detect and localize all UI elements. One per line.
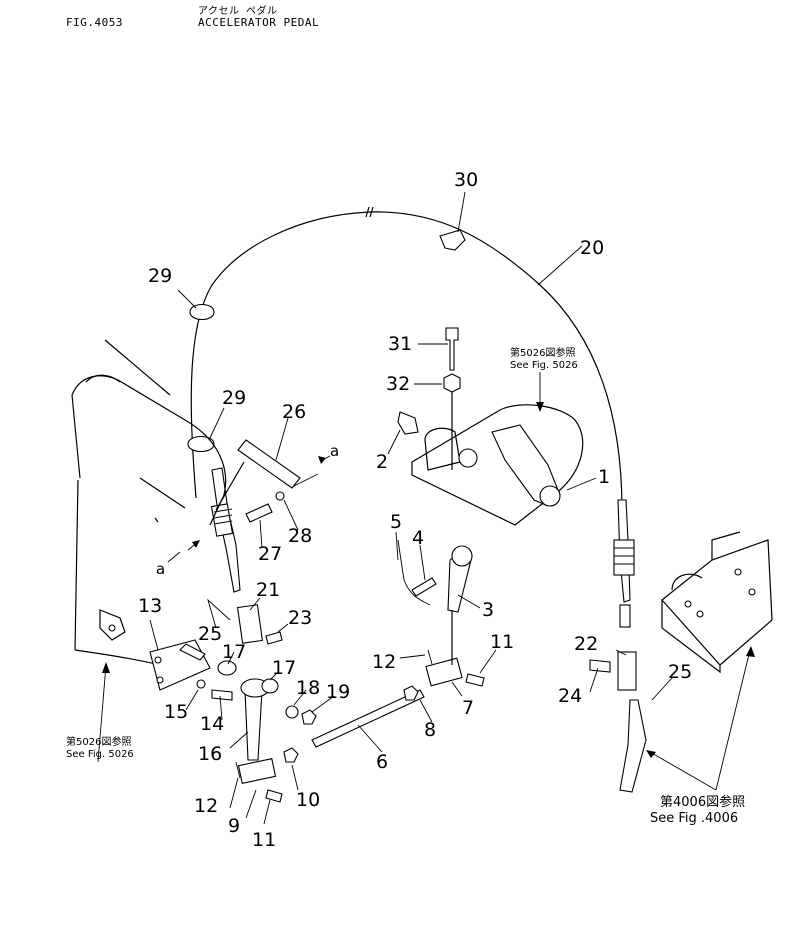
pedal-link — [619, 699, 647, 793]
callout-21: 21 — [256, 579, 280, 601]
washer-28 — [275, 491, 285, 501]
bolt-4 — [411, 577, 437, 597]
title-japanese: アクセル ペダル — [198, 6, 278, 17]
callout-11-bottom: 11 — [252, 829, 276, 851]
callout-14: 14 — [200, 713, 224, 735]
callout-5: 5 — [390, 511, 402, 533]
ref-4006-en: See Fig .4006 — [650, 811, 738, 826]
callout-29-lower: 29 — [222, 387, 246, 409]
joint-21 — [236, 604, 264, 644]
pedal-housing — [71, 339, 227, 666]
callout-17-left: 17 — [222, 641, 246, 663]
ref-4006-jp: 第4006図参照 — [660, 794, 745, 810]
callout-12-bottom: 12 — [194, 795, 218, 817]
connector-a-left: a — [156, 560, 165, 578]
callout-7: 7 — [462, 697, 474, 719]
callout-19: 19 — [326, 681, 350, 703]
ref-5026-top-jp: 第5026図参照 — [510, 346, 575, 359]
cable-20 — [190, 211, 623, 511]
bolt-24 — [589, 659, 611, 673]
callout-1: 1 — [598, 466, 610, 488]
callout-11-right: 11 — [490, 631, 514, 653]
pin-15 — [179, 643, 206, 661]
callout-4: 4 — [412, 527, 424, 549]
ref-5026-top-en: See Fig. 5026 — [510, 360, 578, 371]
callout-24: 24 — [558, 685, 582, 707]
callout-18: 18 — [296, 677, 320, 699]
callout-12-right: 12 — [372, 651, 396, 673]
joint-22 — [617, 651, 637, 691]
callout-31: 31 — [388, 333, 412, 355]
joint-7 — [425, 657, 463, 687]
bolt-27 — [245, 503, 273, 523]
callout-13: 13 — [138, 595, 162, 617]
connector-a-top: a — [330, 442, 339, 460]
leader-lines — [97, 191, 751, 825]
figure-id: FIG.4053 — [66, 16, 123, 29]
bolt-14 — [211, 689, 233, 701]
callout-10: 10 — [296, 789, 320, 811]
callout-25-right: 25 — [668, 661, 692, 683]
fitting-2 — [397, 411, 419, 435]
clamp-29-lower — [187, 435, 215, 453]
callout-8: 8 — [424, 719, 436, 741]
joint-9 — [237, 758, 277, 784]
callout-22: 22 — [574, 633, 598, 655]
bolt-11-right — [465, 673, 485, 687]
callout-15: 15 — [164, 701, 188, 723]
rod-6 — [311, 689, 425, 748]
callout-26: 26 — [282, 401, 306, 423]
clamp-30 — [439, 229, 466, 251]
callout-27: 27 — [258, 543, 282, 565]
bolt-11-low — [265, 789, 283, 803]
ref-5026-left-jp: 第5026図参照 — [66, 735, 131, 748]
callout-28: 28 — [288, 525, 312, 547]
callout-17-right: 17 — [272, 657, 296, 679]
nut-32 — [443, 373, 461, 393]
clamp-29-upper — [189, 303, 215, 321]
bracket-26 — [237, 439, 301, 489]
callout-23: 23 — [288, 607, 312, 629]
callout-9: 9 — [228, 815, 240, 837]
callout-6: 6 — [376, 751, 388, 773]
floor-bracket — [661, 531, 773, 674]
governor-assembly — [411, 380, 584, 526]
nut-19 — [301, 709, 317, 725]
bolt-31 — [445, 327, 459, 371]
washer-18 — [285, 705, 299, 719]
callout-25-left: 25 — [198, 623, 222, 645]
nut-10 — [283, 747, 299, 763]
callout-29-upper: 29 — [148, 265, 172, 287]
callout-16: 16 — [198, 743, 222, 765]
ref-5026-left-en: See Fig. 5026 — [66, 749, 134, 760]
nut-8 — [403, 685, 419, 701]
callout-20: 20 — [580, 237, 604, 259]
lever-16 — [244, 689, 263, 761]
title-english: ACCELERATOR PEDAL — [198, 16, 320, 29]
bolt-23 — [265, 631, 283, 645]
callout-2: 2 — [376, 451, 388, 473]
callout-30: 30 — [454, 169, 478, 191]
callout-3: 3 — [482, 599, 494, 621]
callout-32: 32 — [386, 373, 410, 395]
